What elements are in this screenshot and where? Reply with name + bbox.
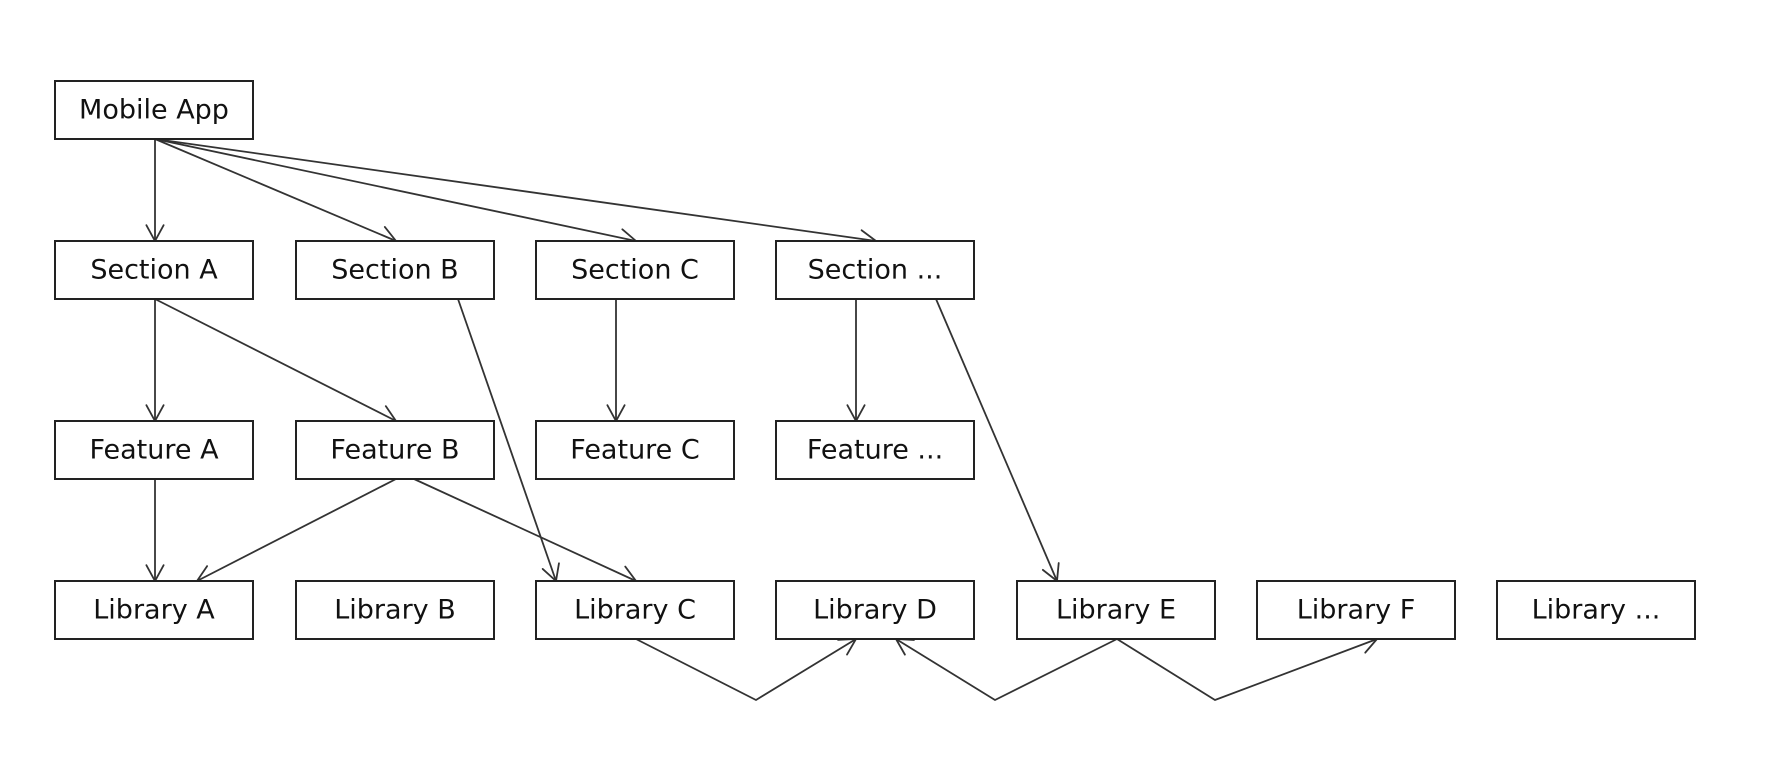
node-library-c: Library C [535,580,735,640]
node-feature-a: Feature A [54,420,254,480]
edge-library-e-to-library-d-line [895,638,1118,702]
edge-section-more-to-feature-more [846,299,866,423]
edge-feature-b-to-library-a [195,478,397,583]
node-library-e: Library E [1016,580,1216,640]
node-section-more: Section ... [775,240,975,300]
node-label: Section A [90,255,218,286]
node-box [535,580,735,640]
node-box [775,420,975,480]
edge-mobile-app-to-section-c [154,138,638,248]
node-box [775,580,975,640]
edge-section-a-to-feature-a [145,299,165,423]
node-box [54,80,254,140]
node-label: Mobile App [79,95,229,126]
node-box [54,580,254,640]
node-label: Section C [571,255,699,286]
edge-section-more-to-library-e-line [935,298,1058,582]
edge-mobile-app-to-section-b [154,138,398,244]
node-feature-b: Feature B [295,420,495,480]
node-box [1496,580,1696,640]
edge-mobile-app-to-section-b-line [154,138,397,242]
edge-section-b-to-library-c-line [457,298,557,582]
edge-mobile-app-to-section-more-line [154,138,877,242]
node-library-a: Library A [54,580,254,640]
node-box [1256,580,1456,640]
node-feature-more: Feature ... [775,420,975,480]
node-box [295,420,495,480]
node-library-d: Library D [775,580,975,640]
edge-section-a-to-feature-b-line [154,298,397,422]
node-box [295,240,495,300]
node-box [54,420,254,480]
edges-layer [145,138,1379,702]
node-label: Feature B [330,435,459,466]
node-label: Library A [93,595,215,626]
node-library-b: Library B [295,580,495,640]
node-section-c: Section C [535,240,735,300]
node-library-f: Library F [1256,580,1456,640]
node-label: Feature ... [807,435,943,466]
node-feature-c: Feature C [535,420,735,480]
node-section-a: Section A [54,240,254,300]
node-box [295,580,495,640]
node-label: Feature A [89,435,219,466]
edge-section-a-to-feature-b [154,298,398,423]
node-box [535,240,735,300]
edge-mobile-app-to-section-a [145,139,165,243]
node-library-more: Library ... [1496,580,1696,640]
node-mobile-app: Mobile App [54,80,254,140]
edge-feature-b-to-library-c-line [413,478,637,582]
node-label: Section B [331,255,458,286]
node-label: Library C [574,595,696,626]
node-box [775,240,975,300]
edge-feature-a-to-library-a [145,479,165,583]
node-label: Library D [813,595,937,626]
node-label: Library F [1297,595,1416,626]
node-label: Section ... [808,255,943,286]
edge-library-e-to-library-d [894,638,1118,702]
edge-feature-b-to-library-a-line [196,478,397,582]
edge-library-e-to-library-f-line [1116,638,1378,701]
edge-library-c-to-library-d [635,638,858,702]
edge-mobile-app-to-section-c-line [154,138,637,242]
node-box [1016,580,1216,640]
edge-library-c-to-library-d-line [635,638,857,702]
node-box [535,420,735,480]
edge-mobile-app-to-section-more [154,138,878,249]
node-label: Library ... [1532,595,1661,626]
edge-library-e-to-library-f [1116,635,1379,701]
node-section-b: Section B [295,240,495,300]
node-label: Feature C [570,435,699,466]
node-label: Library E [1056,595,1176,626]
node-label: Library B [334,595,456,626]
node-box [54,240,254,300]
edge-section-c-to-feature-c [606,299,626,423]
